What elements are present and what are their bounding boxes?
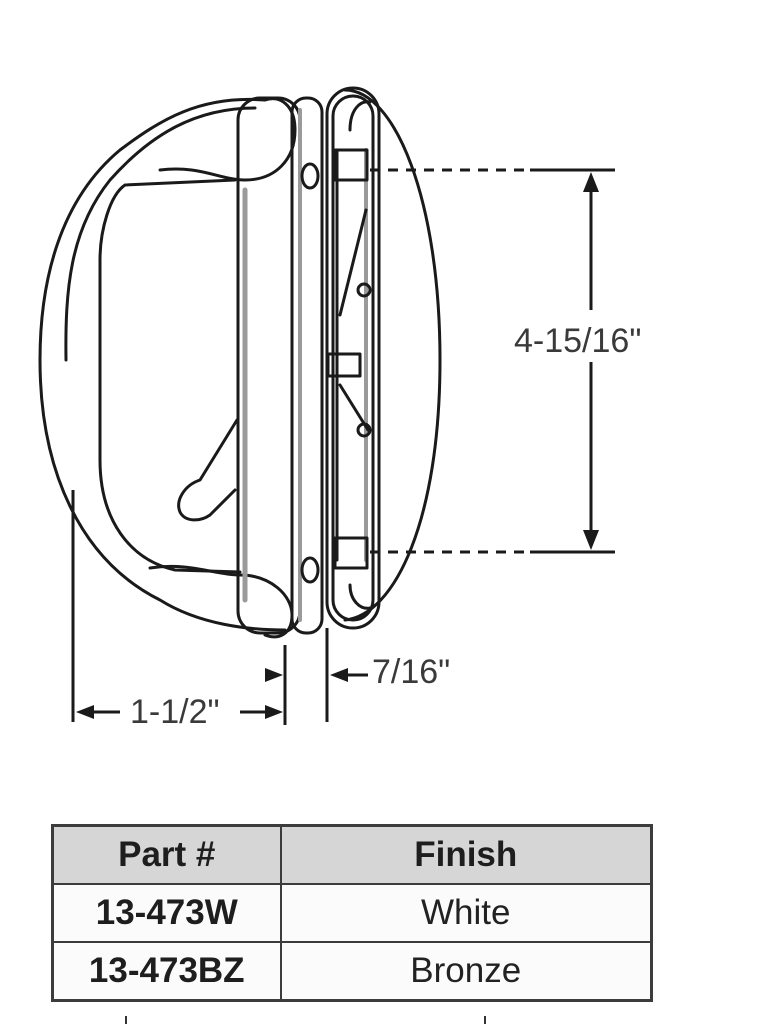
handle-inner-opening	[98, 178, 242, 574]
dimension-hole-spacing	[370, 168, 615, 554]
header-finish: Finish	[279, 824, 653, 885]
header-part-number: Part #	[51, 824, 282, 885]
dimension-projection	[71, 490, 368, 725]
part-number-cell: 13-473W	[51, 883, 282, 943]
divider-mark	[484, 1016, 486, 1024]
part-number-cell: 13-473BZ	[51, 941, 282, 1002]
handle-drawing	[38, 86, 615, 725]
finish-cell: White	[279, 883, 653, 943]
handle-grip-outline	[38, 97, 287, 632]
inside-plate	[343, 88, 442, 622]
finish-cell: Bronze	[279, 941, 653, 1002]
table-row: 13-473W White	[51, 883, 653, 943]
gap-label: 7/16"	[372, 653, 451, 691]
table-row: 13-473BZ Bronze	[51, 941, 653, 1002]
hole-spacing-label: 4-15/16"	[514, 320, 642, 362]
projection-label: 1-1/2"	[128, 693, 222, 731]
parts-table: Part # Finish 13-473W White 13-473BZ Bro…	[51, 824, 653, 1002]
lock-lever	[177, 418, 239, 522]
divider-mark	[125, 1016, 127, 1024]
table-header-row: Part # Finish	[51, 824, 653, 885]
